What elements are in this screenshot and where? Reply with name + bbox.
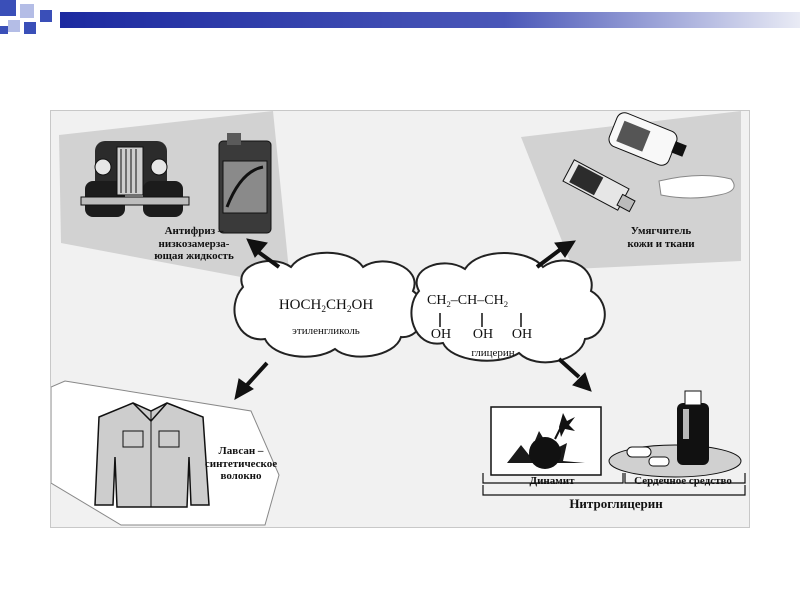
diagram-graphics [51, 111, 746, 526]
car-icon [80, 141, 190, 217]
glycerin-bond-lines [439, 313, 522, 327]
softener-bottle-icon [608, 112, 735, 199]
medicine-icon [608, 390, 742, 478]
softener-label: Умягчитель кожи и ткани [627, 225, 695, 250]
header-square-1 [0, 0, 16, 16]
glycerin-name: глицерин [471, 347, 515, 359]
arrow-to-antifreeze [246, 238, 281, 269]
antifreeze-canister-icon [218, 133, 272, 234]
slide-header-decoration [0, 0, 800, 34]
dynamite-label: Динамит [529, 475, 575, 487]
shirt-icon [94, 402, 210, 508]
heart-medicine-label: Сердечное средство [634, 475, 732, 487]
nitroglycerin-label: Нитроглицерин [569, 496, 663, 511]
softener-region [521, 111, 741, 269]
ethylene-glycol-formula: HOCH2CH2OH [278, 297, 374, 316]
glycerin-oh-3: OH [511, 327, 533, 342]
glycerin-oh-2: OH [472, 327, 494, 342]
header-square-2 [20, 4, 34, 18]
lavsan-label: Лавсан – синтетическое волокно [204, 445, 278, 483]
header-square-5 [40, 10, 52, 22]
header-bar [60, 12, 800, 28]
arrow-to-lavsan [234, 361, 269, 400]
nitroglycerin-bracket [482, 485, 746, 496]
glycerin-formula-top: CH2–CH–CH2 [427, 293, 509, 310]
arrow-to-nitroglycerin [557, 357, 592, 392]
glycerin-cloud [410, 252, 606, 364]
glycerin-oh-1: OH [430, 327, 452, 342]
ethylene-glycol-name: этиленгликоль [292, 325, 360, 337]
antifreeze-label: Антифриз – низкозамерза- ющая жидкость [154, 225, 234, 263]
medicine-bracket [624, 473, 746, 484]
cream-tube-icon [562, 159, 636, 213]
dynamite-bracket [482, 473, 624, 484]
diagram-panel: Антифриз – низкозамерза- ющая жидкость У… [50, 110, 750, 528]
header-square-3 [8, 20, 20, 32]
arrow-to-softener [535, 240, 576, 269]
header-square-4 [24, 22, 36, 34]
bomb-icon [507, 413, 585, 469]
header-square-6 [0, 26, 8, 34]
